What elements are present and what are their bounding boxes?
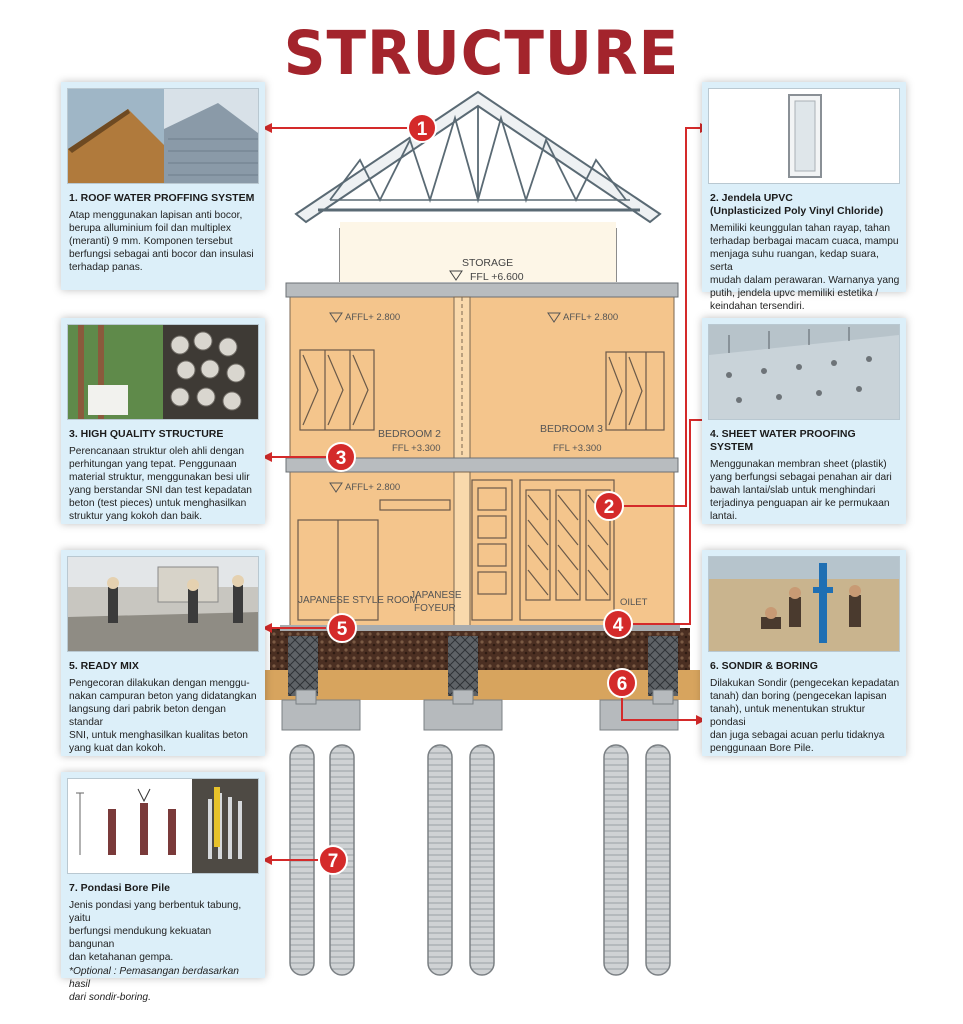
- svg-text:4: 4: [613, 615, 624, 636]
- card-high-quality-structure: 3. HIGH QUALITY STRUCTURE Perencanaan st…: [61, 318, 265, 524]
- marker-2: 2: [594, 491, 624, 521]
- upvc-window-icon: [708, 88, 900, 184]
- page-title: STRUCTURE: [283, 17, 680, 89]
- connector-lines: [268, 127, 710, 861]
- marker-6: 6: [607, 668, 637, 698]
- storage-label: STORAGE: [462, 257, 513, 269]
- marker-4: 4: [603, 609, 633, 639]
- affl-label-top-right: AFFL+ 2.800: [563, 312, 618, 323]
- bedroom3-label: BEDROOM 3: [540, 423, 603, 435]
- svg-text:7: 7: [328, 851, 339, 872]
- card-title: 4. SHEET WATER PROOFING SYSTEM: [710, 428, 856, 453]
- card-text: Pengecoran dilakukan dengan menggu-nakan…: [69, 678, 257, 754]
- marker-7: 7: [318, 845, 348, 875]
- card-text: Atap menggunakan lapisan anti bocor,beru…: [69, 210, 254, 273]
- card-note: *Optional : Pemasangan berdasarkan hasil…: [69, 966, 239, 1003]
- card-title: 7. Pondasi Bore Pile: [69, 882, 170, 894]
- card-sheet-water-proofing: 4. SHEET WATER PROOFING SYSTEM Menggunak…: [702, 318, 906, 524]
- card-title: 1. ROOF WATER PROFFING SYSTEM: [69, 192, 255, 204]
- japanese-foyer-label-2: FOYEUR: [414, 603, 456, 614]
- svg-text:1: 1: [417, 119, 428, 140]
- svg-text:6: 6: [617, 674, 628, 695]
- card-title: 5. READY MIX: [69, 660, 139, 672]
- card-ready-mix: 5. READY MIX Pengecoran dilakukan dengan…: [61, 550, 265, 756]
- concrete-pour-photo-icon: [67, 556, 259, 652]
- svg-text:5: 5: [337, 619, 348, 640]
- card-text: Jenis pondasi yang berbentuk tabung, yai…: [69, 900, 242, 963]
- card-title: 2. Jendela UPVC(Unplasticized Poly Vinyl…: [710, 192, 884, 217]
- japanese-foyer-label-1: JAPANESE: [410, 590, 462, 601]
- card-title: 3. HIGH QUALITY STRUCTURE: [69, 428, 224, 440]
- bedroom2-label: BEDROOM 2: [378, 428, 441, 440]
- card-text: Menggunakan membran sheet (plastik)yang …: [710, 459, 892, 522]
- card-roof-water-proofing: 1. ROOF WATER PROFFING SYSTEM Atap mengg…: [61, 82, 265, 290]
- svg-text:3: 3: [336, 448, 347, 469]
- svg-text:2: 2: [604, 497, 615, 518]
- bore-pile-diagram-icon: [67, 778, 259, 874]
- toilet-label: OILET: [620, 597, 648, 608]
- roof-truss: [294, 90, 662, 282]
- affl-label-bottom: AFFL+ 2.800: [345, 482, 400, 493]
- card-title: 6. SONDIR & BORING: [710, 660, 818, 672]
- card-upvc-window: 2. Jendela UPVC(Unplasticized Poly Vinyl…: [702, 82, 906, 312]
- storage-ffl-label: FFL +6.600: [470, 271, 524, 283]
- marker-1: 1: [407, 113, 437, 143]
- bedroom2-ffl-label: FFL +3.300: [392, 443, 441, 454]
- bedroom3-ffl-label: FFL +3.300: [553, 443, 602, 454]
- card-sondir-boring: 6. SONDIR & BORING Dilakukan Sondir (pen…: [702, 550, 906, 756]
- marker-5: 5: [327, 613, 357, 643]
- affl-label-top-left: AFFL+ 2.800: [345, 312, 400, 323]
- soil-drilling-photo-icon: [708, 556, 900, 652]
- roof-photo-icon: [67, 88, 259, 184]
- japanese-room-label: JAPANESE STYLE ROOM: [298, 595, 418, 606]
- rebar-test-photo-icon: [67, 324, 259, 420]
- card-bore-pile: 7. Pondasi Bore Pile Jenis pondasi yang …: [61, 772, 265, 1003]
- marker-3: 3: [326, 442, 356, 472]
- sheet-membrane-photo-icon: [708, 324, 900, 420]
